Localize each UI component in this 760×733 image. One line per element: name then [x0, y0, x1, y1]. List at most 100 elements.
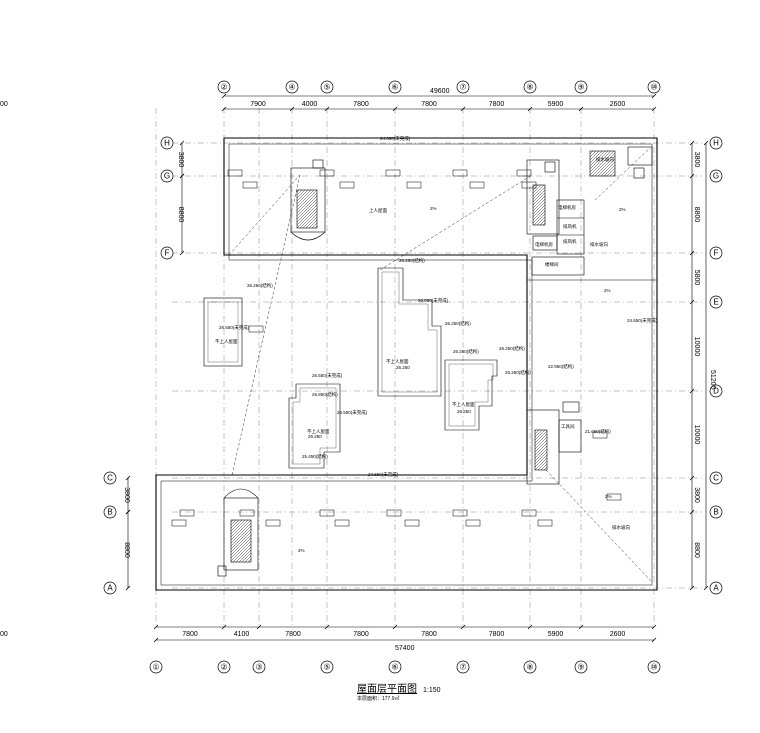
drain-box: [265, 519, 281, 527]
label-equip4: 排风机: [563, 223, 577, 230]
svg-text:②: ②: [220, 663, 227, 672]
elev-mid-parapet: 24.650(未完成): [368, 471, 399, 478]
equipment-room: [589, 146, 653, 179]
svg-text:C: C: [107, 474, 113, 483]
label-equip3: 楼梯间: [545, 261, 559, 268]
label-slope4: 2%: [619, 207, 626, 212]
label-equip1: 电梯机房: [558, 204, 576, 211]
top-span-dimensions: 7900 4000 7800 7800 7800 5900 2600 5800: [0, 93, 657, 112]
svg-text:G: G: [164, 172, 170, 181]
svg-text:⑧: ⑧: [526, 663, 533, 672]
stair-core-mid: [526, 401, 582, 485]
drain-box: [469, 181, 485, 189]
elevation-annotations: 24.650(未完成) 24.650(未完成) 24.650(未完成) 26.2…: [219, 135, 658, 478]
right-span-label: 3800: [693, 152, 700, 168]
svg-text:⑦: ⑦: [459, 663, 466, 672]
drain-box: [521, 181, 537, 189]
svg-text:B: B: [107, 508, 112, 517]
bottom-span-label: 7800: [421, 631, 437, 638]
elev-e15: 22.950(结构): [548, 363, 574, 370]
grid-bubble-bottom: ⑤: [320, 660, 334, 674]
drain-box: [179, 509, 195, 517]
left-span-label: 3800: [177, 152, 184, 168]
grid-bubble-right: F: [709, 246, 723, 260]
svg-text:F: F: [714, 249, 719, 258]
right-span-label: 8800: [693, 207, 700, 223]
drain-box: [465, 519, 481, 527]
grid-bubble-bottom: ⑦: [456, 660, 470, 674]
grid-bubble-bottom: ①: [149, 660, 163, 674]
grid-bubble-top: ②: [217, 80, 231, 94]
right-span-label: 10000: [693, 425, 700, 445]
drain-box: [319, 509, 335, 517]
elev-top-parapet: 24.650(未完成): [380, 135, 411, 142]
top-span-label: 4000: [302, 101, 318, 108]
svg-text:⑦: ⑦: [459, 83, 466, 92]
label-roof-d: 不上人屋面: [307, 428, 330, 435]
bottom-span-label: 7800: [285, 631, 301, 638]
drain-box: [452, 169, 468, 177]
svg-text:⑨: ⑨: [577, 83, 584, 92]
svg-text:H: H: [164, 139, 170, 148]
drain-box: [385, 169, 401, 177]
svg-text:⑩: ⑩: [650, 83, 657, 92]
elev-outlet: 21.650(结构): [585, 428, 611, 435]
top-span-label: 5900: [548, 101, 564, 108]
grid-bubble-bottom: ②: [217, 660, 231, 674]
top-span-label: 7800: [421, 101, 437, 108]
drain-box: [406, 181, 422, 189]
bottom-span-label: 7800: [353, 631, 369, 638]
bottom-span-dimensions: 780041007800780078007800590026005800: [0, 624, 657, 643]
drain-box: [239, 509, 255, 517]
label-slope5: 2%: [605, 494, 612, 499]
left-span-label: 3800: [123, 487, 130, 503]
top-span-label: 7900: [250, 101, 266, 108]
bottom-span-label: 2600: [610, 631, 626, 638]
left-span-label: 8800: [123, 542, 130, 558]
roof-drain-boxes: [171, 169, 622, 527]
svg-text:⑧: ⑧: [526, 83, 533, 92]
label-slope3: 2%: [298, 548, 305, 553]
top-span-label: 7800: [489, 101, 505, 108]
svg-text:①: ①: [152, 663, 159, 672]
drain-box: [242, 181, 258, 189]
elev-e5: 26.250(结构): [445, 320, 471, 327]
grid-bubble-top: ⑨: [574, 80, 588, 94]
top-total-dimension: 49600: [430, 88, 450, 95]
bottom-dimension-chain: [156, 626, 654, 641]
svg-text:A: A: [107, 584, 113, 593]
top-span-label: 7800: [353, 101, 369, 108]
drain-box: [319, 169, 335, 177]
top-span-label: 5800: [0, 101, 8, 108]
area-note: 本层面积：177.9㎡: [357, 696, 400, 702]
elev-e1: 26.250(结构): [247, 282, 273, 289]
bottom-total-dimension: 57400: [395, 645, 415, 652]
svg-text:②: ②: [220, 83, 227, 92]
svg-text:④: ④: [288, 83, 295, 92]
drain-box: [516, 169, 532, 177]
elev-e2: 26.550(未完成): [219, 324, 250, 331]
top-span-label: 2600: [610, 101, 626, 108]
roof-labels: 不上人屋面 不上人屋面 不上人屋面 不上人屋面 上人屋面 电梯机房 电梯机房 楼…: [215, 156, 630, 553]
grid-bubble-top: ⑧: [523, 80, 537, 94]
label-roof-b: 不上人屋面: [386, 358, 409, 365]
right-span-label: 10000: [693, 337, 700, 357]
drain-box: [171, 519, 187, 527]
grid-bubble-top: ⑤: [320, 80, 334, 94]
grid-bubble-left: H: [160, 136, 174, 150]
svg-text:H: H: [713, 139, 719, 148]
grid-bubble-right: H: [709, 136, 723, 150]
bottom-span-label: 5900: [548, 631, 564, 638]
elev-e10: 26.250: [308, 434, 322, 439]
svg-text:B: B: [713, 508, 718, 517]
label-drain2: 排水坡向: [612, 524, 630, 531]
svg-text:③: ③: [255, 663, 262, 672]
elev-e4: 26.550(未完成): [418, 297, 449, 304]
elev-e14: 26.250: [457, 409, 471, 414]
grid-bubble-right: A: [709, 581, 723, 595]
grid-bubble-left: B: [103, 505, 117, 519]
